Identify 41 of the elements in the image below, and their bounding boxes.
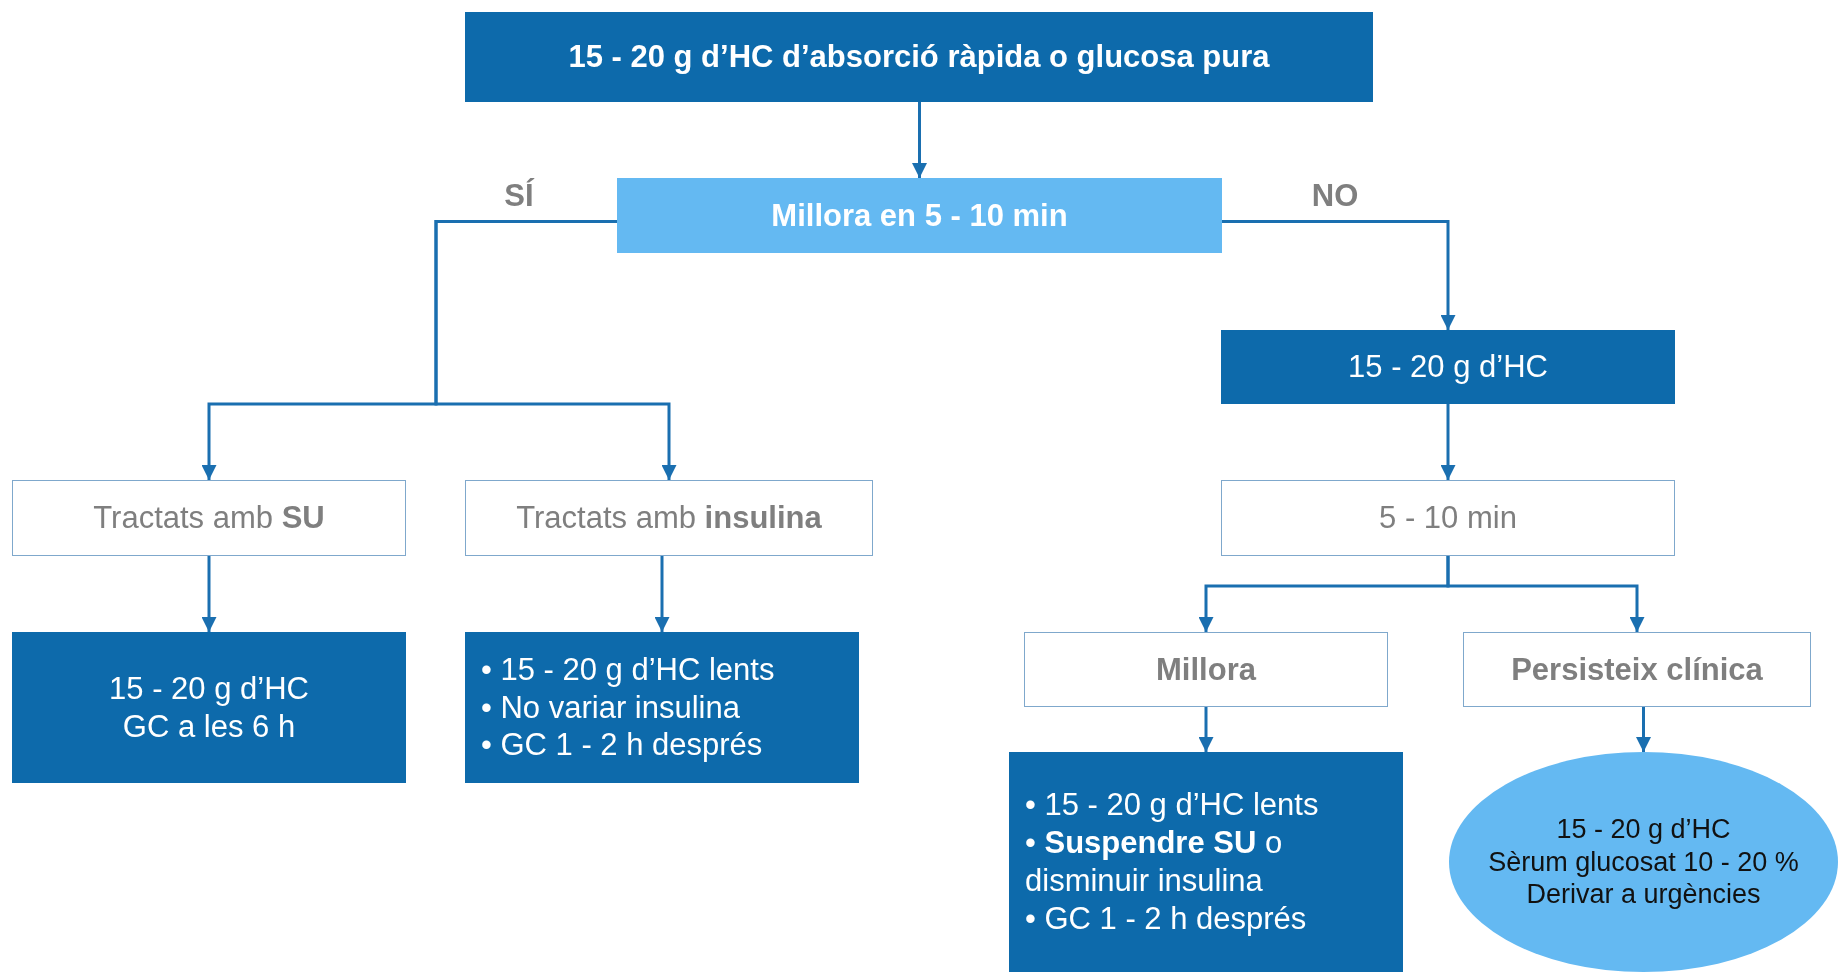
- node-text: • 15 - 20 g d’HC lents: [481, 650, 775, 689]
- arrow: [912, 102, 927, 178]
- edge-label: SÍ: [504, 178, 534, 214]
- process-box: [465, 632, 859, 783]
- node-text: Tractats amb SU: [93, 499, 325, 537]
- node-text: Millora: [1156, 650, 1256, 689]
- node-text: Millora en 5 - 10 min: [771, 196, 1068, 235]
- node-text: • 15 - 20 g d’HC lents: [1025, 786, 1319, 825]
- node-text: 15 - 20 g d’HC: [109, 669, 309, 708]
- arrow: [201, 556, 217, 632]
- node-text: • GC 1 - 2 h després: [481, 726, 763, 765]
- arrow: [1222, 220, 1456, 330]
- node-text: 15 - 20 g d’HC: [1556, 812, 1731, 846]
- arrow: [654, 556, 670, 632]
- process-box: [1221, 330, 1675, 404]
- node-text: 5 - 10 min: [1379, 499, 1517, 537]
- process-box: [465, 480, 873, 556]
- process-box: [617, 178, 1222, 253]
- node-text: Tractats amb insulina: [516, 499, 822, 537]
- arrow: [1198, 707, 1214, 752]
- node-text: Sèrum glucosat 10 - 20 %: [1488, 845, 1799, 879]
- node-text: 15 - 20 g d’HC: [1348, 348, 1548, 386]
- arrow: [1440, 404, 1456, 480]
- arrow: [1636, 707, 1651, 752]
- node-text: Derivar a urgències: [1526, 878, 1761, 912]
- node-text: GC a les 6 h: [122, 707, 296, 746]
- node-text: • GC 1 - 2 h després: [1025, 899, 1307, 938]
- node-text: • No variar insulina: [481, 688, 740, 727]
- process-box: [12, 632, 406, 783]
- arrow: [1446, 556, 1645, 632]
- process-box: [1024, 632, 1388, 707]
- edge-label: NO: [1311, 178, 1359, 214]
- node-text: 15 - 20 g d’HC d’absorció ràpida o glucosa pura: [568, 38, 1270, 76]
- process-box: [12, 480, 406, 556]
- arrow: [434, 220, 677, 480]
- node-text: Persisteix clínica: [1511, 650, 1763, 689]
- process-box: [1463, 632, 1811, 707]
- process-box: [1221, 480, 1675, 556]
- node-text: • Suspendre SU o disminuir insulina: [1025, 824, 1284, 900]
- process-box: [1009, 752, 1403, 972]
- process-box: [465, 12, 1373, 102]
